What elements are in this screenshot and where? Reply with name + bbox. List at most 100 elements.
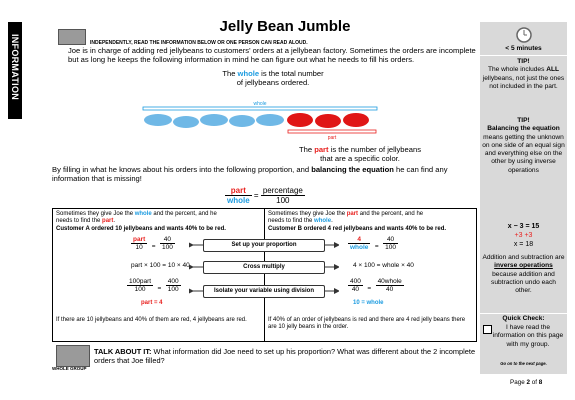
intro-paragraph: Joe is in charge of adding red jellybean… bbox=[68, 46, 476, 64]
right-line2-whole: whole bbox=[314, 218, 332, 225]
proportion-pre: By filling in what he knows about his or… bbox=[52, 165, 312, 174]
tip1-title: TIP! bbox=[517, 58, 530, 65]
whole-def-post: is the total number bbox=[259, 69, 324, 78]
proportion-paragraph: By filling in what he knows about his or… bbox=[52, 165, 477, 183]
right-customer: Customer B ordered 4 red jellybeans and … bbox=[268, 225, 447, 232]
page-current: 2 bbox=[526, 379, 530, 386]
right-line2-a: needs to find the bbox=[268, 218, 315, 225]
left-step1-rnum: 40 bbox=[159, 236, 175, 245]
whole-def-line2: of jellybeans ordered. bbox=[236, 78, 310, 87]
whole-bracket bbox=[142, 106, 378, 111]
panel-divider bbox=[480, 55, 567, 56]
example-left-intro: Sometimes they give Joe the whole and th… bbox=[56, 211, 261, 233]
right-answer: 10 = whole bbox=[353, 300, 384, 306]
part-label: part bbox=[328, 135, 337, 140]
arrow-cross-multiply: Cross multiply bbox=[203, 261, 325, 274]
whole-def-word: whole bbox=[237, 69, 260, 78]
examples-divider bbox=[264, 209, 265, 341]
tip3-bold: inverse operations bbox=[494, 262, 553, 270]
page-label: Page bbox=[510, 379, 527, 386]
right-step1-eq: = bbox=[374, 243, 379, 250]
reading-icon bbox=[58, 29, 86, 45]
proportion-100: 100 bbox=[276, 196, 290, 205]
next-page-note: Go on to the next page. bbox=[500, 361, 547, 366]
instruction-text: INDEPENDENTLY, READ THE INFORMATION BELO… bbox=[90, 40, 308, 46]
inverse-example: x − 3 = 15 +3 +3 x = 18 bbox=[484, 222, 563, 249]
right-step3-den: 40 bbox=[351, 286, 360, 294]
part-def-word: part bbox=[314, 145, 329, 154]
tip-1: TIP! The whole includes ALL jellybeans, … bbox=[480, 58, 567, 91]
left-step1-eq: = bbox=[151, 243, 156, 250]
proportion-percentage: percentage bbox=[260, 186, 305, 196]
quick-check-checkbox[interactable] bbox=[483, 325, 492, 334]
right-step3-rnum: 40whole bbox=[375, 278, 404, 287]
part-bracket bbox=[287, 129, 377, 134]
clock-icon bbox=[516, 27, 532, 43]
talk-text: What information did Joe need to set up … bbox=[94, 347, 476, 365]
whole-group-label: WHOLE GROUP bbox=[52, 366, 87, 371]
page-total: 8 bbox=[538, 379, 543, 386]
part-def-line2: that are a specific color. bbox=[320, 154, 400, 163]
right-line1-part: part bbox=[346, 211, 359, 217]
part-def-pre: The bbox=[298, 145, 315, 154]
left-line2-a: needs to find the bbox=[56, 218, 103, 225]
left-step3-rden: 100 bbox=[167, 286, 179, 294]
right-step1-num: 4 bbox=[348, 236, 371, 245]
red-jellybeans bbox=[287, 113, 369, 128]
left-answer: part = 4 bbox=[141, 300, 163, 306]
left-customer: Customer A ordered 10 jellybeans and wan… bbox=[56, 225, 226, 232]
talk-label: TALK ABOUT IT: bbox=[94, 347, 152, 356]
proportion-equals: = bbox=[253, 191, 259, 200]
example-right-intro: Sometimes they give Joe the part and the… bbox=[268, 211, 473, 233]
left-conclusion: If there are 10 jellybeans and 40% of th… bbox=[56, 317, 247, 323]
eq-line3: x = 18 bbox=[513, 241, 534, 248]
right-step3-rden: 40 bbox=[386, 286, 394, 294]
tip1-bold: ALL bbox=[546, 66, 560, 74]
time-estimate: < 5 minutes bbox=[505, 45, 542, 52]
jellybean-illustration: whole part bbox=[142, 101, 378, 140]
eq-line2: +3 +3 bbox=[514, 232, 533, 239]
tip3-b: because addition and subtraction undo ea… bbox=[491, 270, 556, 295]
left-step1-num: part bbox=[131, 236, 148, 245]
right-conclusion: If 40% of an order of jellybeans is red … bbox=[268, 317, 466, 331]
left-line1-a: Sometimes they give Joe the bbox=[56, 211, 135, 217]
left-step3-rnum: 400 bbox=[165, 278, 181, 287]
left-line2-part: part bbox=[102, 218, 114, 225]
right-step1-den: whole bbox=[350, 244, 369, 252]
page-number: Page 2 of 8 bbox=[510, 379, 542, 386]
proportion-part: part bbox=[225, 186, 252, 196]
whole-group-icon bbox=[56, 345, 90, 367]
proportion-whole: whole bbox=[227, 196, 250, 205]
right-step3-num: 400 bbox=[348, 278, 363, 287]
whole-label: whole bbox=[253, 101, 266, 107]
right-line1-b: and the percent, and he bbox=[358, 211, 424, 217]
tip1-b: jellybeans, not just the ones not includ… bbox=[482, 74, 565, 90]
panel-divider-2 bbox=[480, 313, 567, 314]
right-step1-rnum: 40 bbox=[383, 236, 398, 245]
page-of: of bbox=[529, 379, 539, 386]
quick-check-text: I have read the information on this page… bbox=[492, 324, 564, 348]
left-line2-b: . bbox=[113, 218, 116, 225]
part-def-post: is the number of jellybeans bbox=[328, 145, 421, 154]
whole-definition: The whole is the total number of jellybe… bbox=[68, 69, 478, 87]
whole-def-pre: The bbox=[222, 69, 238, 78]
arrow-isolate: Isolate your variable using division bbox=[203, 285, 325, 298]
tips-panel: < 5 minutes TIP! The whole includes ALL … bbox=[480, 22, 567, 374]
arrow-setup: Set up your proportion bbox=[203, 239, 325, 252]
quick-check-title: Quick Check: bbox=[502, 315, 545, 322]
eq-line1: x − 3 = 15 bbox=[507, 223, 540, 230]
left-step1-rden: 100 bbox=[161, 244, 173, 252]
examples-box: Sometimes they give Joe the whole and th… bbox=[52, 208, 477, 342]
right-line1-a: Sometimes they give Joe the bbox=[268, 211, 347, 217]
section-tab: INFORMATION bbox=[8, 22, 22, 119]
tip3-a: Addition and subtraction are bbox=[482, 254, 565, 261]
tip2-a: means getting the unknown on one side of… bbox=[482, 133, 565, 174]
left-step3-num: 100part bbox=[127, 278, 154, 287]
left-step3-den: 100 bbox=[134, 286, 146, 294]
page-title: Jelly Bean Jumble bbox=[219, 18, 351, 35]
tip-3: Addition and subtraction are inverse ope… bbox=[480, 254, 567, 295]
